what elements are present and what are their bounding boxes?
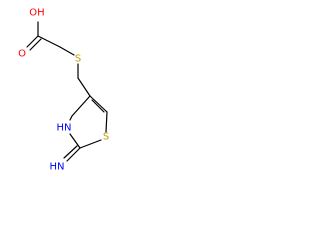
bond-ch2-s (59, 46, 75, 56)
atom-nh-ring: HN (57, 123, 72, 134)
atom-s-ring: S (103, 132, 109, 143)
atom-oh: OH (29, 8, 44, 19)
bond-c2-imine-2 (63, 145, 78, 159)
atom-s-thioether: S (75, 54, 81, 65)
bond-c2-imine-1 (66, 147, 81, 162)
bond-carboxyl-ch2 (37, 35, 61, 48)
bond-carbonyl-2 (29, 38, 42, 51)
bond-ring-s-c2 (79, 139, 102, 149)
bond-ring-n3-c4 (71, 95, 91, 117)
atom-nh-imine: HN (50, 162, 65, 173)
bond-ch2-ring (77, 77, 91, 97)
bond-ring-c4-c5-inner (91, 99, 105, 113)
bond-layer (26, 21, 108, 162)
bond-ring-c4-c5 (89, 95, 108, 113)
bond-carbonyl-1 (26, 35, 39, 48)
chemical-structure: OH O S S HN HN (18, 8, 109, 173)
atom-layer: OH O S S HN HN (18, 8, 109, 173)
bond-ring-c5-s (105, 111, 108, 133)
bond-ring-c2-n3 (69, 133, 81, 149)
bond-ring-n3-c4-short (69, 115, 73, 121)
atom-o: O (18, 49, 26, 60)
